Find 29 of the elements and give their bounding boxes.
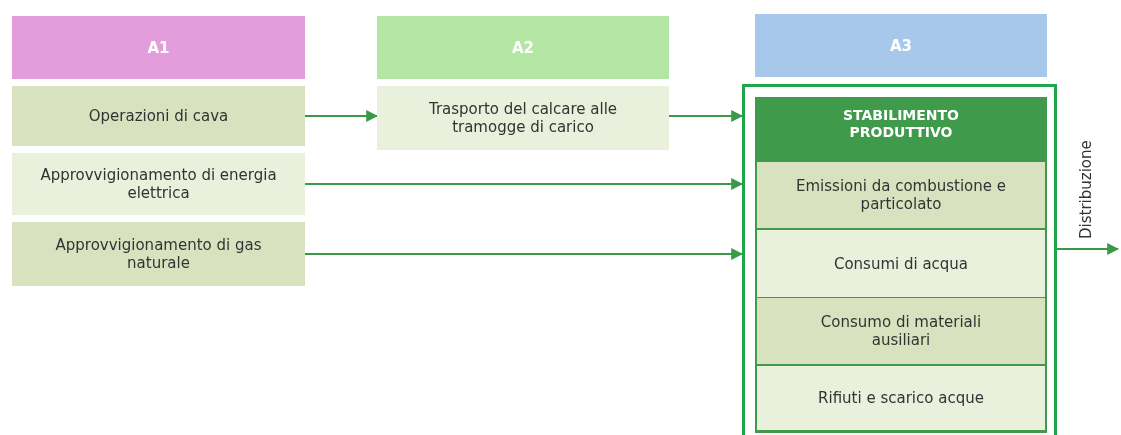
section-title: STABILIMENTO PRODUTTIVO xyxy=(841,107,961,141)
column-label: A1 xyxy=(146,38,171,57)
process-box xyxy=(377,86,669,150)
edge-label: Distribuzione xyxy=(1077,140,1095,239)
process-box xyxy=(757,230,1045,297)
arrow xyxy=(304,248,744,260)
column-header xyxy=(377,16,669,79)
column-header xyxy=(755,14,1047,77)
process-box xyxy=(757,366,1045,430)
process-box xyxy=(12,222,305,286)
arrow xyxy=(668,110,744,122)
process-box xyxy=(757,298,1045,364)
box-label: Consumi di acqua xyxy=(832,254,970,273)
column-label: A2 xyxy=(510,38,535,57)
box-label: Operazioni di cava xyxy=(87,107,230,125)
column-header xyxy=(12,16,305,79)
arrow xyxy=(304,110,379,122)
process-box xyxy=(12,86,305,146)
arrow xyxy=(1056,243,1120,255)
box-label: Emissioni da combustione e particolato xyxy=(795,177,1007,213)
arrow xyxy=(304,178,744,190)
box-label: Trasporto del calcare alle tramogge di carico xyxy=(427,100,619,136)
box-label: Rifiuti e scarico acque xyxy=(817,389,985,407)
process-box xyxy=(757,162,1045,228)
column-label: A3 xyxy=(888,36,913,55)
box-label: Approvvigionamento di energia elettrica xyxy=(39,166,278,202)
box-label: Approvvigionamento di gas naturale xyxy=(54,236,263,272)
box-label: Consumo di materiali ausiliari xyxy=(819,313,983,349)
process-box xyxy=(12,153,305,215)
